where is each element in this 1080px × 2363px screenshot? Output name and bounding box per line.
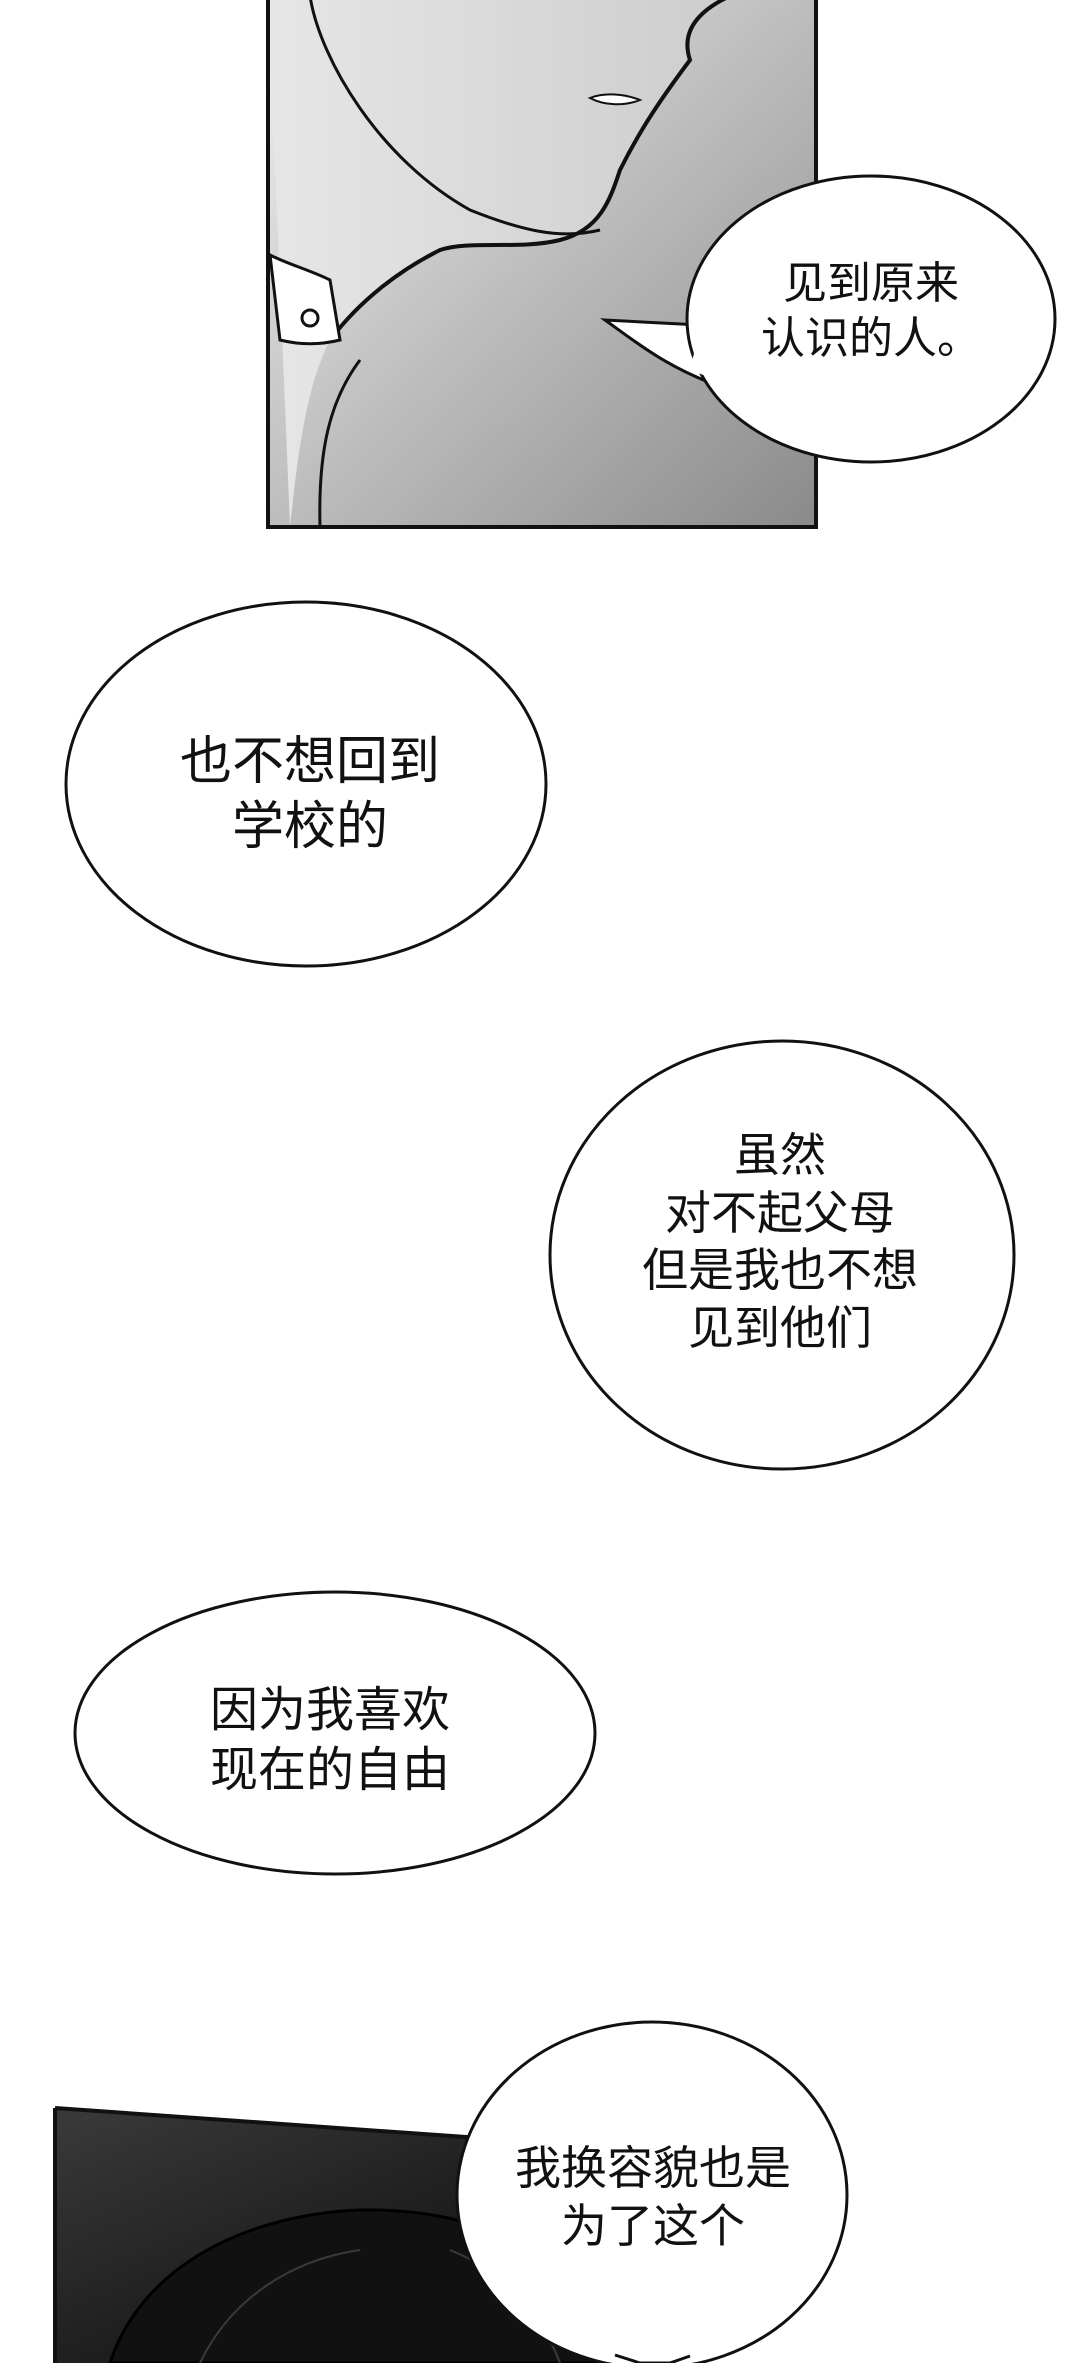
speech-bubble-1 [599,174,1057,464]
speech-bubble-4 [73,1590,597,1876]
speech-bubble-4-line-1: 因为我喜欢 [209,1682,450,1738]
speech-bubble-1-tail-cover [690,328,730,385]
man-profile-icon [268,0,816,527]
eye-icon [587,93,643,106]
speech-bubble-5-tail-icon [614,2353,691,2363]
speech-bubble-5 [455,2020,849,2363]
speech-bubble-2-line-2: 学校的 [231,797,388,857]
shirt-line-icon [318,359,362,528]
collar-icon [268,252,342,346]
speech-bubble-3-line-4: 见到他们 [688,1300,872,1355]
button-icon [300,308,320,328]
speech-bubble-3-line-3: 但是我也不想 [642,1243,918,1297]
speech-bubble-1-text: 见到原来 认识的人。 [711,256,1031,366]
speech-bubble-4-text: 因为我喜欢 现在的自由 [160,1680,500,1800]
speech-bubble-1-shape [685,174,1057,464]
speech-bubble-4-line-2: 现在的自由 [209,1742,450,1798]
speech-bubble-1-line-1: 见到原来 [783,258,959,309]
speech-bubble-2-shape [64,600,548,968]
speech-bubble-3-shape [548,1039,1016,1471]
speech-bubble-3-text: 虽然 对不起父母 但是我也不想 见到他们 [600,1127,960,1357]
speech-bubble-5-line-1: 我换容貌也是 [515,2141,791,2195]
speech-bubble-2-line-1: 也不想回到 [179,732,440,792]
speech-bubble-2 [64,600,548,968]
speech-bubble-3 [548,1039,1016,1471]
speech-bubble-1-line-2: 认识的人。 [761,313,981,364]
speech-bubble-5-text: 我换容貌也是 为了这个 [488,2140,818,2255]
speech-bubble-4-shape [73,1590,597,1876]
speech-bubble-3-line-1: 虽然 [734,1128,826,1182]
speech-bubble-5-line-2: 为了这个 [561,2198,745,2253]
speech-bubble-2-text: 也不想回到 学校的 [120,730,500,860]
man-profile-outline-icon [328,0,727,342]
speech-bubble-5-shape [455,2020,849,2363]
face-edge-icon [309,0,601,236]
speech-bubble-3-line-2: 对不起父母 [665,1185,895,1240]
